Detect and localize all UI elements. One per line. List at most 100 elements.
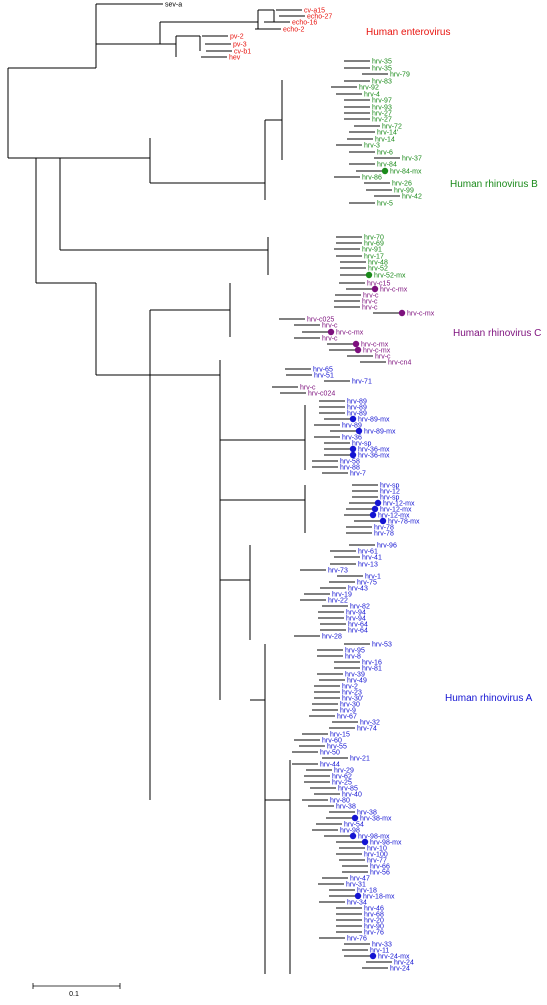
leaf-label: hrv-35 — [372, 59, 392, 66]
leaf-label: hrv-7 — [350, 471, 366, 478]
leaf-label: hrv-38 — [357, 810, 377, 817]
leaf-label: hrv-sp — [380, 495, 400, 502]
tree-branches — [7, 3, 400, 974]
leaf-label: echo-2 — [283, 27, 305, 34]
leaf-label: hrv-92 — [359, 85, 379, 92]
mx-sample-marker — [349, 445, 357, 453]
scale-bar-label: 0.1 — [69, 991, 79, 998]
leaf-label: hrv-40 — [342, 792, 362, 799]
leaf-label: hrv-60 — [322, 738, 342, 745]
leaf-label: hrv-18 — [357, 888, 377, 895]
leaf-label: hev — [229, 55, 241, 62]
leaf-label: hrv-98-mx — [370, 840, 402, 847]
leaf-label: hrv-8 — [345, 654, 361, 661]
leaf-label: hrv-100 — [364, 852, 388, 859]
leaf-label: hrv-82 — [350, 604, 370, 611]
group-label-rhinovirus-a: Human rhinovirus A — [445, 693, 533, 704]
leaf-label: hrv-41 — [362, 555, 382, 562]
leaf-label: hrv-48 — [368, 260, 388, 267]
leaf-label: hrv-61 — [358, 549, 378, 556]
leaf-label: hrv-47 — [350, 876, 370, 883]
leaf-label: hrv-85 — [338, 786, 358, 793]
leaf-label: hrv-30 — [340, 702, 360, 709]
leaf-label: hrv-1 — [365, 574, 381, 581]
mx-sample-marker — [365, 271, 373, 279]
leaf-label: hrv-97 — [372, 98, 392, 105]
leaf-label: hrv-79 — [390, 72, 410, 79]
mx-sample-marker — [351, 814, 359, 822]
mx-sample-marker — [379, 517, 387, 525]
leaf-label: hrv-12-mx — [378, 513, 410, 520]
mx-sample-marker — [352, 340, 360, 348]
mx-sample-marker — [371, 285, 379, 293]
leaf-label: hrv-16 — [362, 660, 382, 667]
leaf-label: hrv-cn4 — [388, 360, 411, 367]
leaf-label: cv-b1 — [234, 49, 251, 56]
mx-sample-marker — [349, 451, 357, 459]
leaf-label: echo-16 — [292, 20, 317, 27]
leaf-label: hrv-c — [362, 299, 378, 306]
leaf-label: hrv-c-mx — [336, 330, 364, 337]
leaf-label: hrv-94 — [346, 610, 366, 617]
leaf-label: hrv-27 — [372, 111, 392, 118]
leaf-label: hrv-77 — [367, 858, 387, 865]
leaf-label: hrv-90 — [364, 924, 384, 931]
leaf-label: sev-a — [165, 2, 182, 9]
leaf-label: hrv-54 — [344, 822, 364, 829]
leaf-label: hrv-20 — [364, 918, 384, 925]
leaf-label: hrv-sp — [380, 483, 400, 490]
leaf-label: hrv-78 — [374, 531, 394, 538]
leaf-label: hrv-27 — [372, 117, 392, 124]
leaf-label: hrv-36-mx — [358, 447, 390, 454]
leaf-label: hrv-38 — [336, 804, 356, 811]
mx-sample-marker — [349, 415, 357, 423]
leaf-label: hrv-51 — [314, 373, 334, 380]
leaf-label: hrv-c-mx — [380, 287, 408, 294]
leaf-label: hrv-56 — [370, 870, 390, 877]
leaf-label: hrv-2 — [342, 684, 358, 691]
leaf-label: hrv-64 — [348, 628, 368, 635]
leaf-labels: sev-acv-a15echo-27echo-16echo-2pv-2pv-3c… — [165, 2, 435, 973]
leaf-label: hrv-94 — [346, 616, 366, 623]
leaf-label: hrv-65 — [313, 367, 333, 374]
leaf-label: hrv-98 — [340, 828, 360, 835]
leaf-label: hrv-36 — [342, 435, 362, 442]
leaf-label: hrv-10 — [367, 846, 387, 853]
leaf-label: hrv-15 — [330, 732, 350, 739]
leaf-label: hrv-24-mx — [378, 954, 410, 961]
leaf-label: hrv-62 — [332, 774, 352, 781]
leaf-label: hrv-30' — [342, 696, 363, 703]
leaf-label: hrv-34 — [347, 900, 367, 907]
leaf-label: hrv-98-mx — [358, 834, 390, 841]
leaf-label: hrv-78 — [374, 525, 394, 532]
leaf-label: hrv-12-mx — [383, 501, 415, 508]
mx-sample-marker — [354, 346, 362, 354]
leaf-label: hrv-89-mx — [358, 417, 390, 424]
leaf-label: hrv-86 — [362, 175, 382, 182]
leaf-label: hrv-17 — [364, 254, 384, 261]
mx-sample-marker — [327, 328, 335, 336]
leaf-label: hrv-39 — [345, 672, 365, 679]
leaf-label: hrv-24 — [390, 966, 410, 973]
leaf-label: hrv-80 — [330, 798, 350, 805]
leaf-label: hrv-89 — [347, 399, 367, 406]
leaf-label: hrv-68 — [364, 912, 384, 919]
leaf-label: hrv-81 — [362, 666, 382, 673]
leaf-label: hrv-99 — [394, 188, 414, 195]
leaf-label: hrv-66 — [370, 864, 390, 871]
leaf-label: hrv-28 — [322, 634, 342, 641]
leaf-label: pv-2 — [230, 34, 244, 41]
leaf-label: hrv-sp — [352, 441, 372, 448]
leaf-label: hrv-64 — [348, 622, 368, 629]
group-label-rhinovirus-b: Human rhinovirus B — [450, 179, 538, 190]
mx-sample-marker — [371, 505, 379, 513]
mx-sample-marker — [369, 952, 377, 960]
leaf-label: hrv-55 — [327, 744, 347, 751]
leaf-label: hrv-83 — [372, 79, 392, 86]
leaf-label: hrv-19 — [332, 592, 352, 599]
leaf-label: hrv-89 — [347, 405, 367, 412]
leaf-label: hrv-70 — [364, 235, 384, 242]
leaf-label: hrv-42 — [402, 194, 422, 201]
